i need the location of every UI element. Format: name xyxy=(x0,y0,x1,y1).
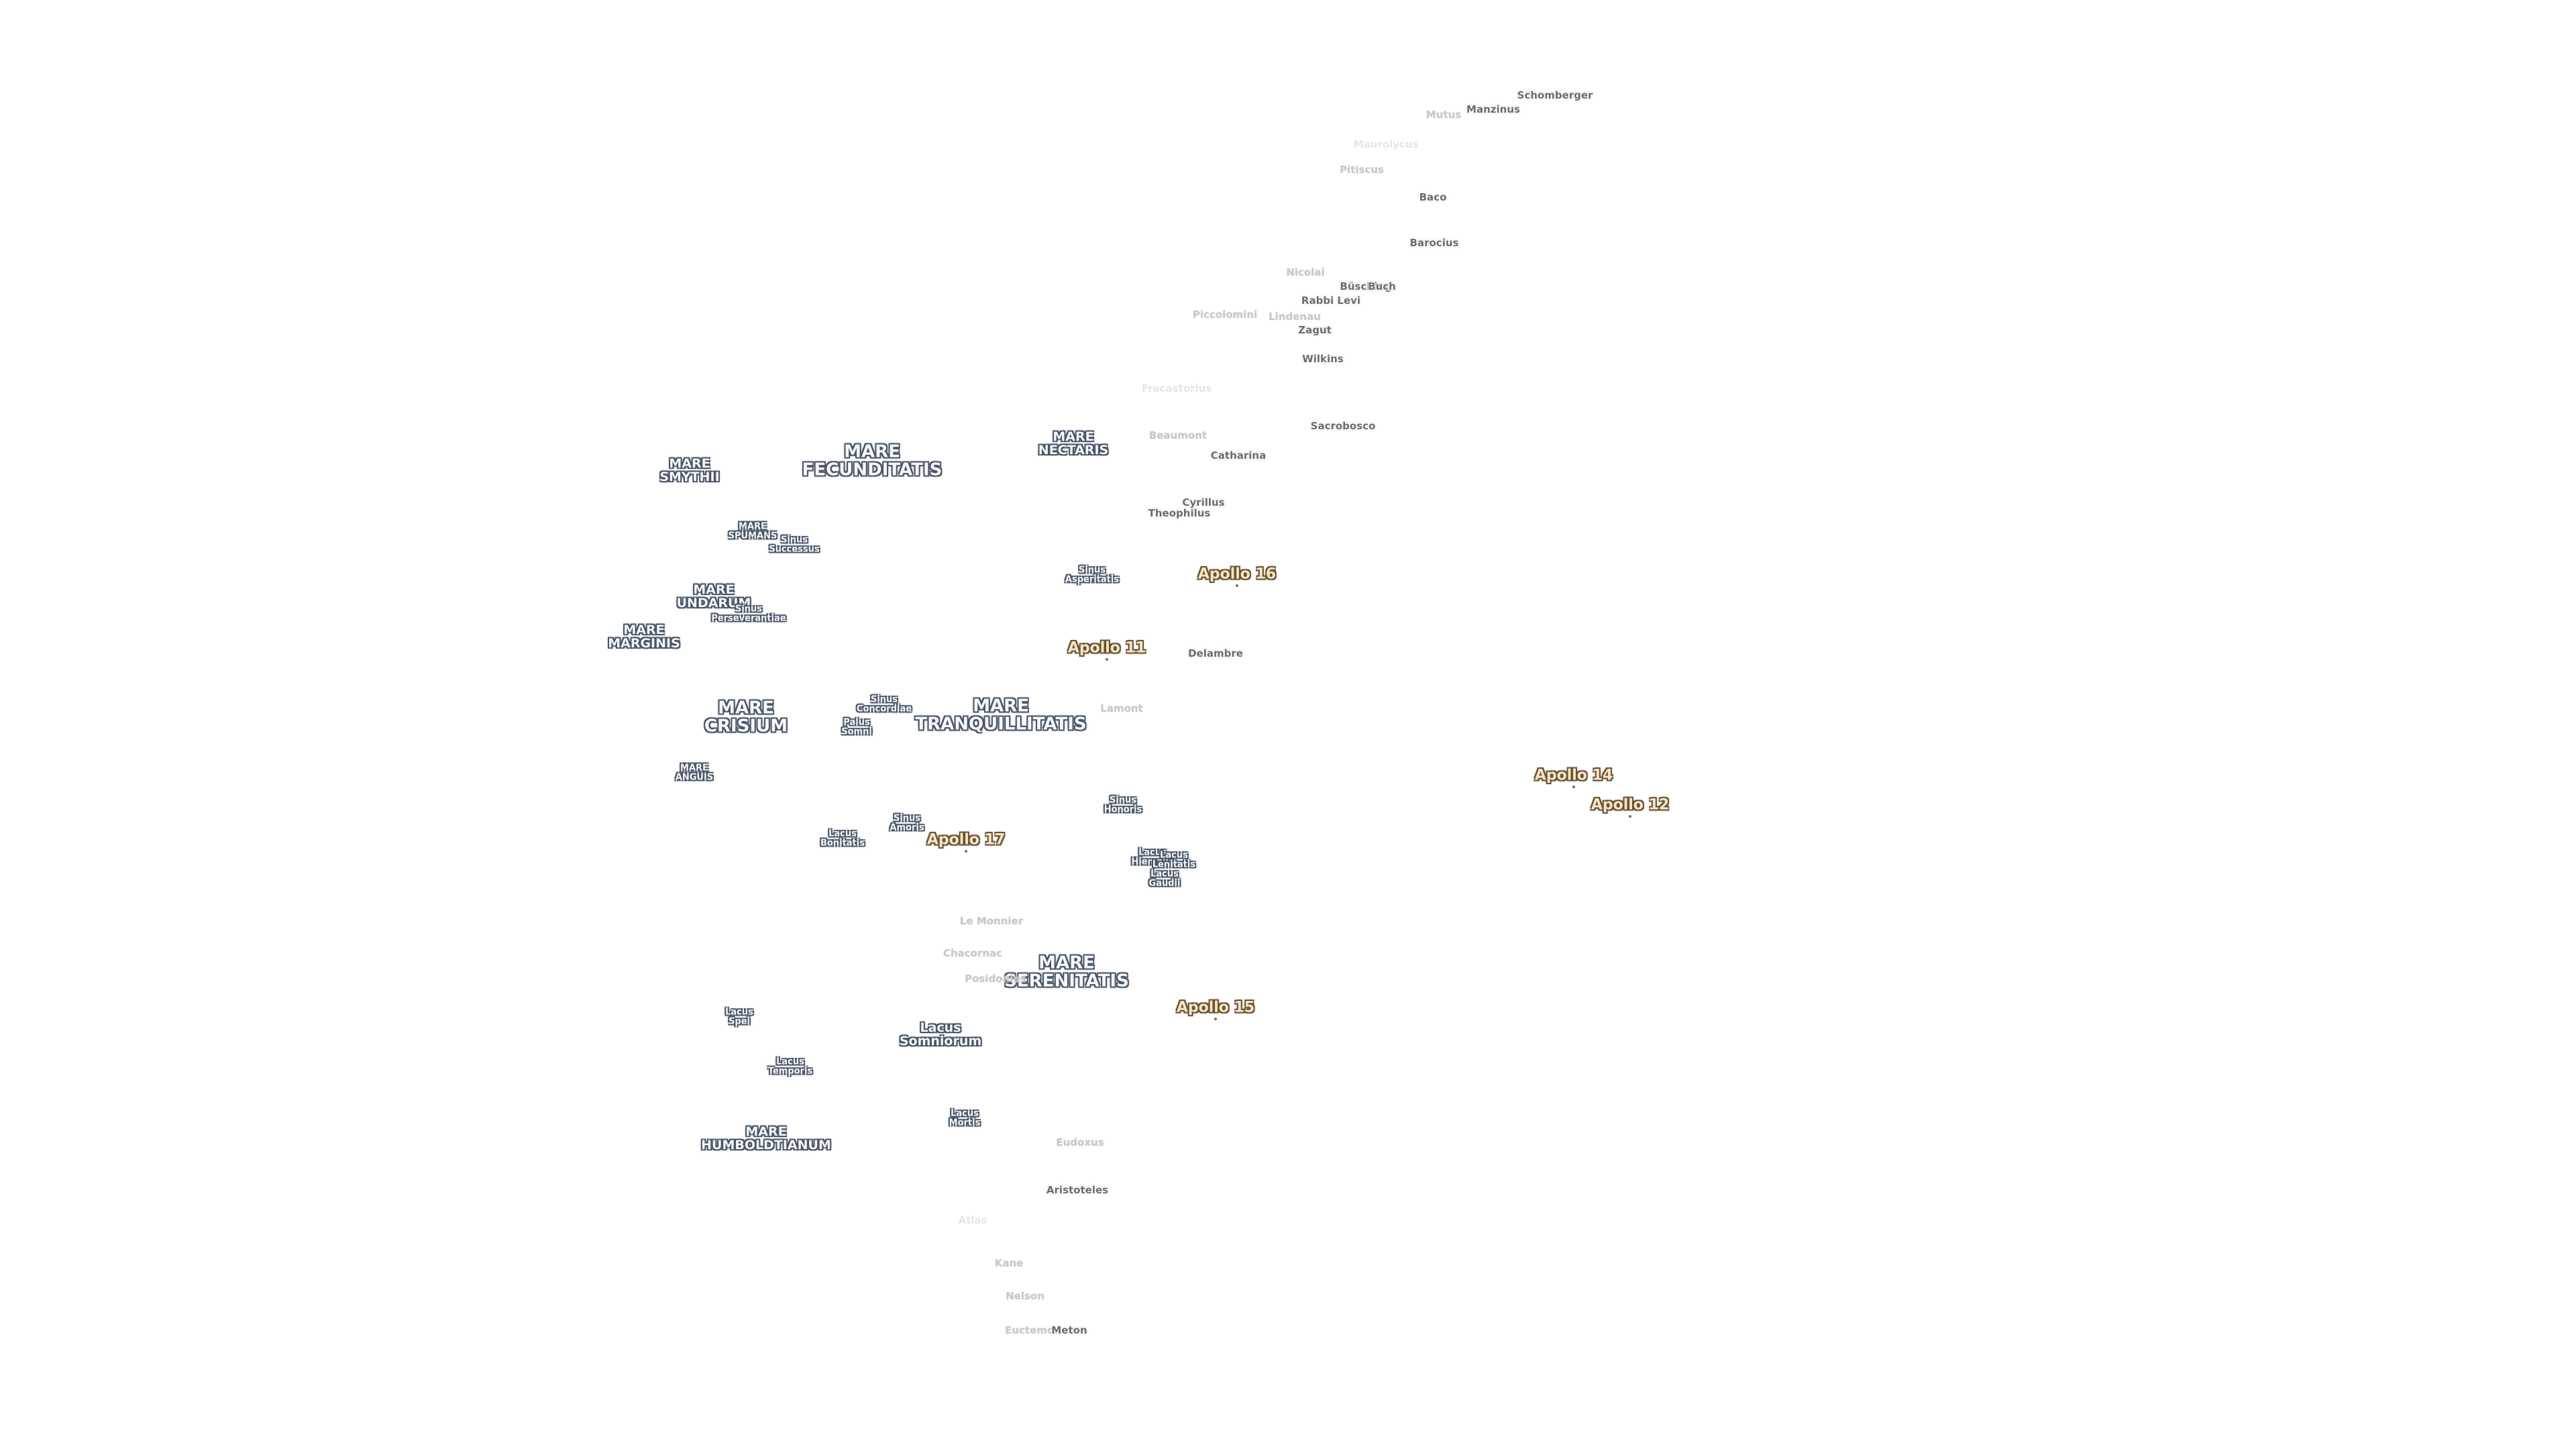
crater-pitiscus-label: Pitiscus xyxy=(1340,164,1384,176)
crater-euctemon-label: Euctemon xyxy=(1005,1324,1061,1337)
crater-aristoteles-label: Aristoteles xyxy=(1046,1184,1109,1197)
crater-nicolai-label: Nicolai xyxy=(1286,266,1325,279)
apollo-14-label[interactable]: Apollo 14 xyxy=(1534,767,1613,784)
apollo-12-marker[interactable] xyxy=(1629,815,1631,818)
apollo-14-marker[interactable] xyxy=(1572,786,1575,788)
crater-cyrillus-label: Cyrillus xyxy=(1182,496,1225,509)
crater-wilkins-label: Wilkins xyxy=(1302,353,1344,366)
crater-maurolycus-label: Maurolycus xyxy=(1353,138,1419,151)
crater-fracastorius-label: Fracastorius xyxy=(1141,382,1212,395)
crater-mutus-label: Mutus xyxy=(1426,109,1462,121)
crater-schomberger-label: Schomberger xyxy=(1517,89,1593,102)
crater-baco-label: Baco xyxy=(1419,191,1447,204)
crater-piccolomini-label: Piccolomini xyxy=(1192,309,1258,321)
crater-atlas-label: Atlas xyxy=(958,1214,987,1227)
crater-catharina-label: Catharina xyxy=(1210,449,1267,462)
apollo-17-label[interactable]: Apollo 17 xyxy=(926,831,1006,849)
apollo-16-label[interactable]: Apollo 16 xyxy=(1197,566,1277,583)
crater-zagut-label: Zagut xyxy=(1298,324,1332,337)
crater-lindenau-label: Lindenau xyxy=(1269,311,1321,323)
crater-sacrobosco-label: Sacrobosco xyxy=(1310,420,1376,433)
apollo-11-marker[interactable] xyxy=(1106,658,1108,661)
crater-manzinus-label: Manzinus xyxy=(1466,103,1520,116)
crater-barocius-label: Barocius xyxy=(1409,237,1459,250)
apollo-15-label[interactable]: Apollo 15 xyxy=(1176,999,1255,1016)
crater-chacornac-label: Chacornac xyxy=(943,947,1003,960)
apollo-12-label[interactable]: Apollo 12 xyxy=(1591,796,1670,814)
apollo-16-marker[interactable] xyxy=(1236,584,1238,587)
crater-le-monnier-label: Le Monnier xyxy=(959,915,1024,928)
crater-eudoxus-label: Eudoxus xyxy=(1056,1136,1104,1149)
crater-busching-label: Büsching xyxy=(1340,280,1392,293)
apollo-15-marker[interactable] xyxy=(1214,1018,1217,1020)
crater-theophilus-label: Theophilus xyxy=(1148,507,1211,520)
crater-lamont-label: Lamont xyxy=(1100,702,1143,715)
crater-kane-label: Kane xyxy=(994,1257,1024,1270)
crater-meton-label: Meton xyxy=(1051,1324,1087,1337)
crater-nelson-label: Nelson xyxy=(1006,1290,1044,1303)
apollo-17-marker[interactable] xyxy=(965,850,967,853)
crater-delambre-label: Delambre xyxy=(1188,647,1243,660)
crater-rabbi-levi-label: Rabbi Levi xyxy=(1301,294,1361,307)
apollo-11-label[interactable]: Apollo 11 xyxy=(1067,639,1146,657)
crater-beaumont-label: Beaumont xyxy=(1148,429,1208,442)
crater-posidonius-label: Posidonius xyxy=(965,973,1026,985)
crater-buch-label: Buch xyxy=(1368,280,1396,293)
